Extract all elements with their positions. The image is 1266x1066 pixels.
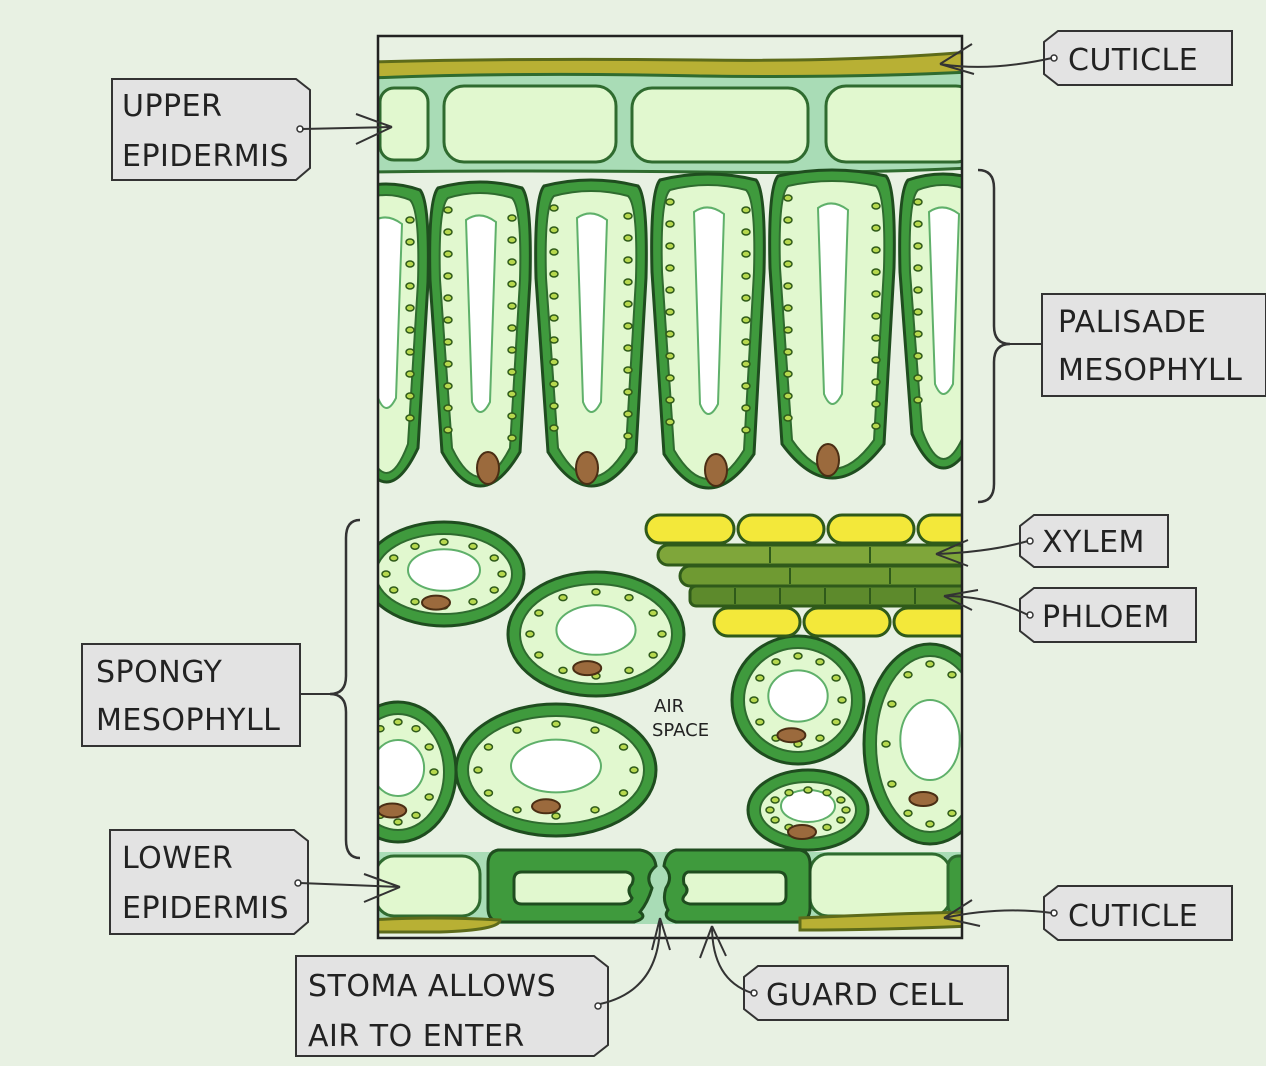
spongy-cell (454, 702, 658, 838)
tag-spongy-mesophyll: SPONGY MESOPHYLL (81, 643, 301, 747)
label-palisade-1: PALISADE (1058, 305, 1206, 340)
spongy-cell (378, 520, 526, 628)
label-palisade-2: MESOPHYLL (1058, 353, 1242, 388)
arrow-stoma (599, 917, 671, 1005)
vascular-bundle (644, 513, 962, 638)
section-frame (376, 34, 964, 940)
tag-stoma: STOMA ALLOWS AIR TO ENTER (295, 955, 609, 1057)
arrow-cuticle-top (939, 43, 1053, 75)
spongy-cell (746, 768, 870, 852)
palisade-cell (650, 172, 766, 490)
lower-epidermis-layer (378, 848, 962, 924)
leaf-section: AIR SPACE (378, 36, 962, 938)
guard-cell-right (662, 848, 812, 924)
tag-palisade-mesophyll: PALISADE MESOPHYLL (1041, 293, 1266, 397)
arrow-xylem (935, 539, 1029, 567)
tag-cuticle-bottom: CUTICLE (1043, 885, 1233, 941)
label-cuticle-top: CUTICLE (1068, 43, 1198, 78)
tag-guard-cell: GUARD CELL (743, 965, 1009, 1021)
label-stoma-1: STOMA ALLOWS (308, 969, 556, 1004)
palisade-brace (977, 168, 1011, 504)
arrow-lower-epidermis (299, 873, 401, 903)
arrow-cuticle-bottom (943, 899, 1053, 927)
label-cuticle-bottom: CUTICLE (1068, 899, 1198, 934)
palisade-cell (378, 182, 430, 484)
tag-xylem: XYLEM (1019, 514, 1169, 568)
guard-cell-left (486, 848, 658, 924)
tag-upper-epidermis: UPPER EPIDERMIS (111, 78, 311, 181)
palisade-cells (378, 168, 962, 490)
upper-epidermis-layer (378, 70, 962, 174)
air-space-label-2: SPACE (652, 720, 709, 741)
spongy-cells (378, 520, 962, 852)
arrow-guard-cell (699, 925, 753, 994)
spongy-cell (730, 634, 866, 766)
palisade-cell (898, 172, 962, 470)
label-xylem: XYLEM (1042, 525, 1145, 560)
xylem-vessels (644, 513, 962, 638)
label-phloem: PHLOEM (1042, 600, 1170, 635)
arrow-upper-epidermis (301, 113, 393, 145)
tag-phloem: PHLOEM (1019, 587, 1197, 643)
spongy-cell (506, 570, 686, 698)
label-upper-epidermis-2: EPIDERMIS (122, 139, 289, 174)
spongy-brace (329, 518, 361, 860)
label-guard-cell: GUARD CELL (766, 978, 964, 1013)
arrow-phloem (943, 589, 1029, 616)
tag-cuticle-top: CUTICLE (1043, 30, 1233, 86)
label-upper-epidermis-1: UPPER (122, 89, 222, 124)
label-spongy-1: SPONGY (96, 655, 222, 690)
spongy-cell (378, 700, 458, 844)
label-spongy-2: MESOPHYLL (96, 703, 280, 738)
phloem-tissue (656, 543, 962, 608)
label-lower-epidermis-2: EPIDERMIS (122, 891, 289, 926)
spongy-cell (862, 642, 962, 846)
lower-cuticle (378, 916, 502, 934)
air-space-label-1: AIR (654, 696, 684, 717)
palisade-cell (428, 180, 532, 488)
label-stoma-2: AIR TO ENTER (308, 1019, 525, 1054)
label-lower-epidermis-1: LOWER (122, 841, 233, 876)
palisade-cell (534, 178, 648, 488)
palisade-cell (768, 168, 896, 480)
tag-lower-epidermis: LOWER EPIDERMIS (109, 829, 309, 935)
